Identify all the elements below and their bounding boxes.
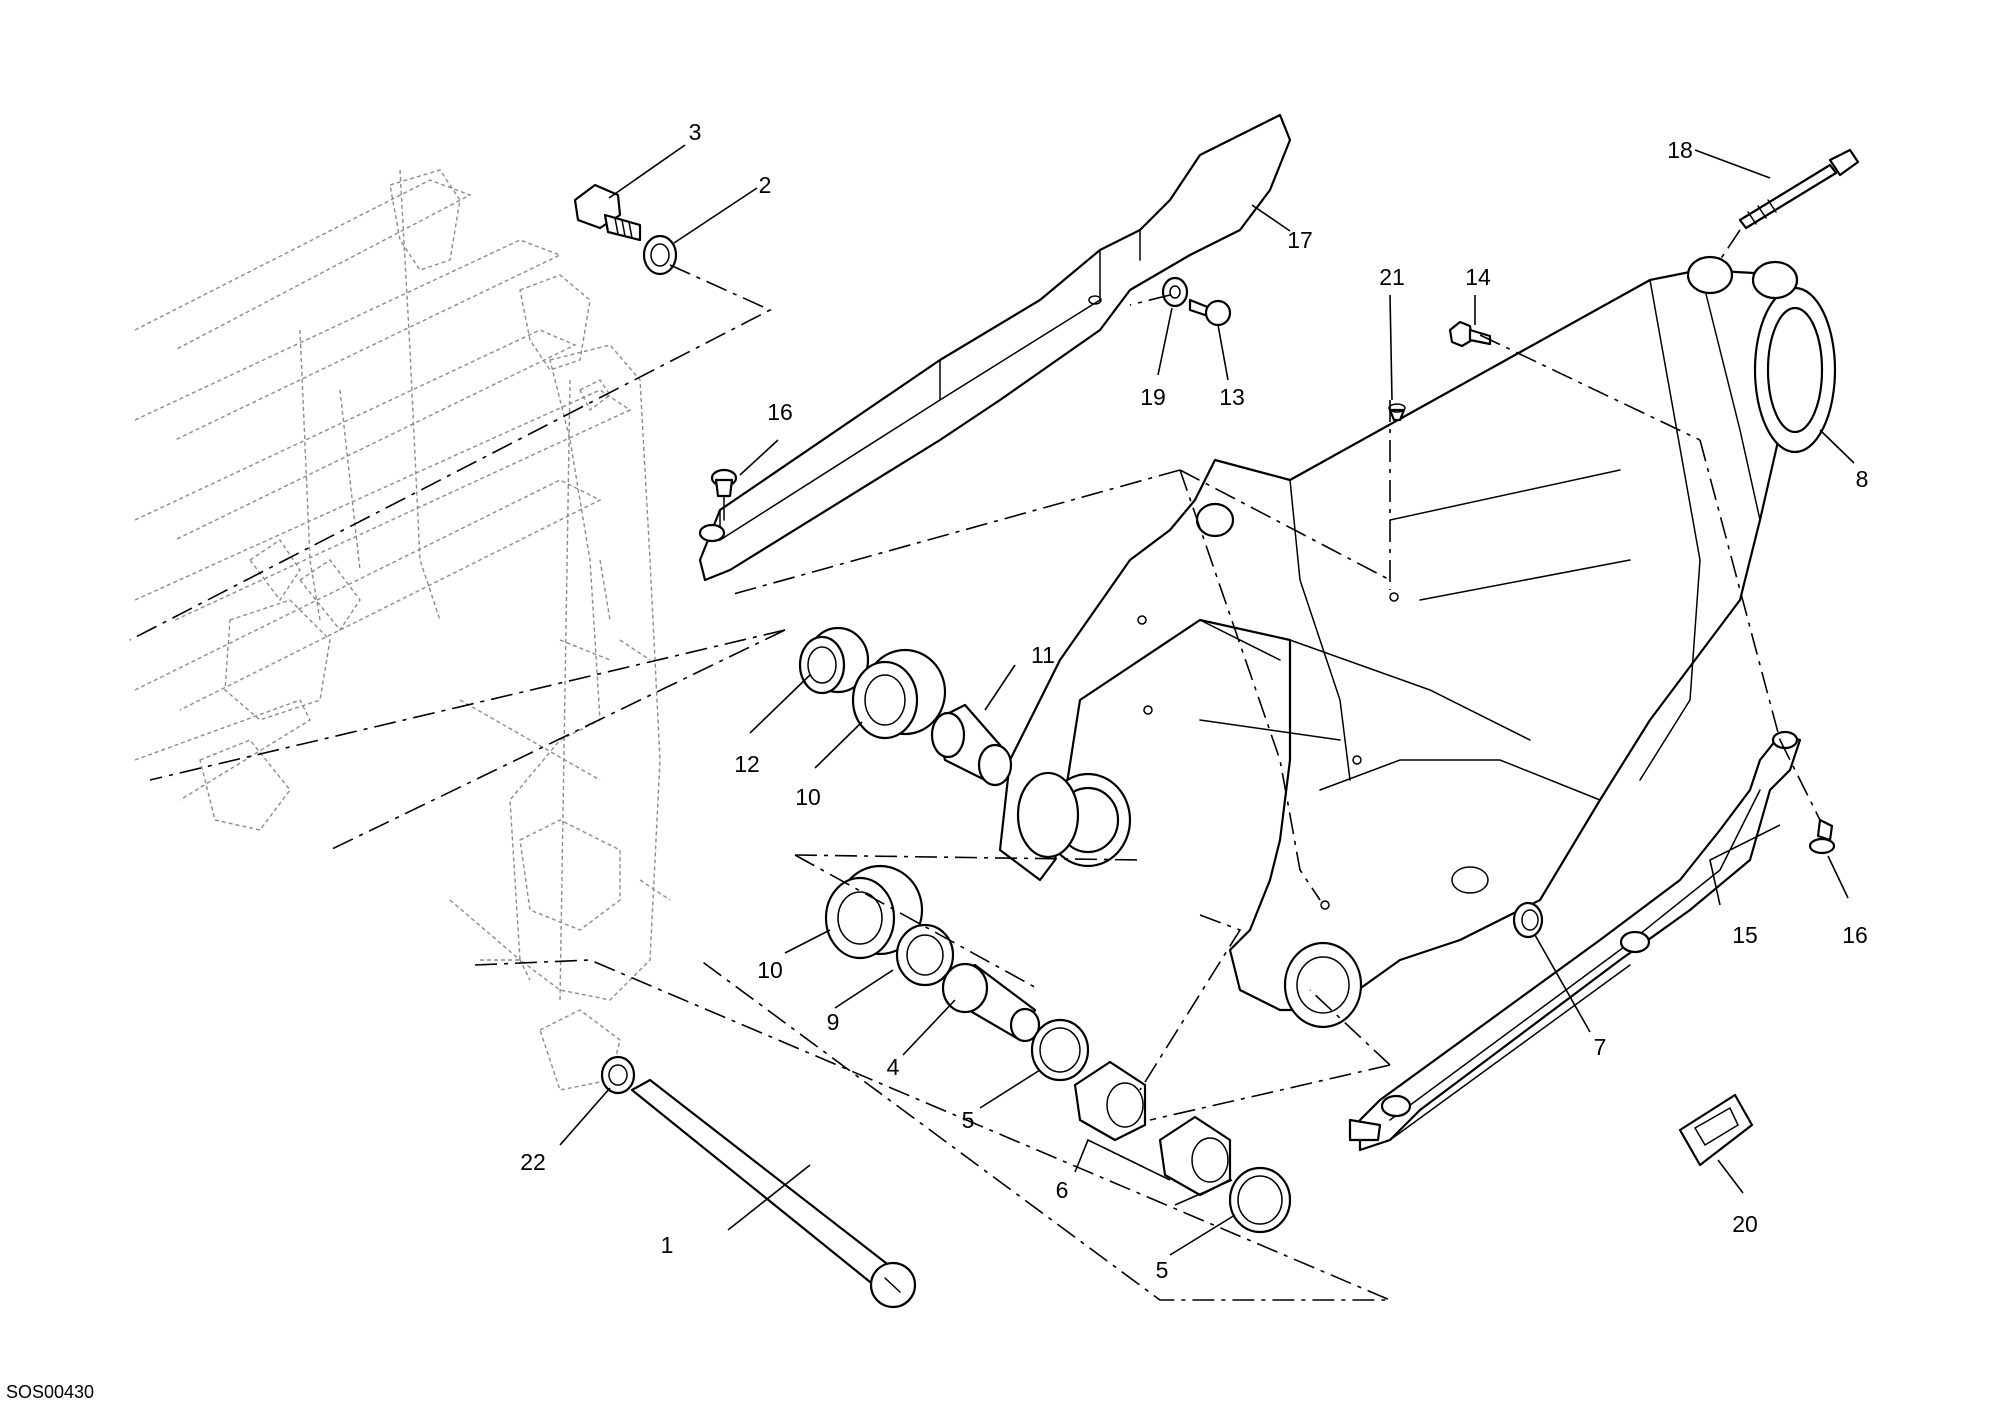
bolt-13	[1188, 298, 1232, 327]
bolt-18	[1738, 148, 1860, 230]
callout-22: 22	[520, 1149, 546, 1175]
sleeve-4	[941, 962, 1041, 1043]
callout-labels: 1 2 3 4 5 5 5 6 7 8 9 10 10 11 12 13 14 …	[520, 119, 1868, 1283]
plug-7	[1512, 901, 1544, 939]
washer-22	[600, 1055, 636, 1095]
bushing-12	[798, 626, 870, 695]
drawing-code: SOS00430	[6, 1382, 94, 1402]
callout-19: 19	[1140, 384, 1166, 410]
bearing-10-upper	[851, 648, 947, 740]
callout-18: 18	[1667, 137, 1693, 163]
callout-14: 14	[1465, 264, 1491, 290]
callout-20: 20	[1732, 1211, 1758, 1237]
ring-5-lower	[1228, 1166, 1292, 1234]
needle-bearing-6-upper	[1073, 1060, 1147, 1142]
label-plate-20	[1678, 1093, 1754, 1167]
leader-lines	[559, 144, 1855, 1256]
screw-21	[1388, 403, 1406, 422]
callout-16-upper: 16	[767, 399, 793, 425]
bolt-3	[573, 183, 642, 242]
frame-outline	[134, 169, 671, 1091]
callout-10-upper: 10	[795, 784, 821, 810]
callout-3: 3	[689, 119, 702, 145]
screw-16-upper	[710, 468, 738, 521]
callout-1: 1	[661, 1232, 674, 1258]
callout-6: 6	[1056, 1177, 1069, 1203]
washer-19	[1161, 276, 1189, 308]
callout-11: 11	[1031, 642, 1055, 668]
screw-14	[1448, 320, 1492, 348]
chain-guard-17	[698, 113, 1292, 582]
bush-9	[895, 923, 955, 987]
washer-2	[642, 234, 678, 276]
screw-16-lower	[1808, 818, 1836, 855]
callout-2: 2	[759, 172, 772, 198]
needle-bearing-6-lower	[1158, 1115, 1232, 1197]
bearing-10-lower	[824, 864, 924, 960]
callout-7: 7	[1594, 1034, 1607, 1060]
assembly-axes	[129, 229, 1821, 1301]
callout-8: 8	[1856, 466, 1869, 492]
callout-15: 15	[1732, 922, 1758, 948]
ring-5-upper	[1030, 1018, 1090, 1082]
callout-16-lower: 16	[1842, 922, 1868, 948]
callout-13: 13	[1219, 384, 1245, 410]
chain-slider-15	[1348, 730, 1802, 1152]
spacer-11	[930, 703, 1013, 787]
callout-5-lower: 5	[1156, 1257, 1169, 1283]
callout-4: 4	[887, 1054, 900, 1080]
callout-5-upper: 5	[962, 1107, 975, 1133]
swingarm	[998, 255, 1837, 1029]
callout-12: 12	[734, 751, 760, 777]
callout-17: 17	[1287, 227, 1313, 253]
callout-9: 9	[827, 1009, 840, 1035]
callout-10-lower: 10	[757, 957, 783, 983]
callout-21: 21	[1379, 264, 1405, 290]
pivot-shaft-1	[630, 1078, 917, 1309]
